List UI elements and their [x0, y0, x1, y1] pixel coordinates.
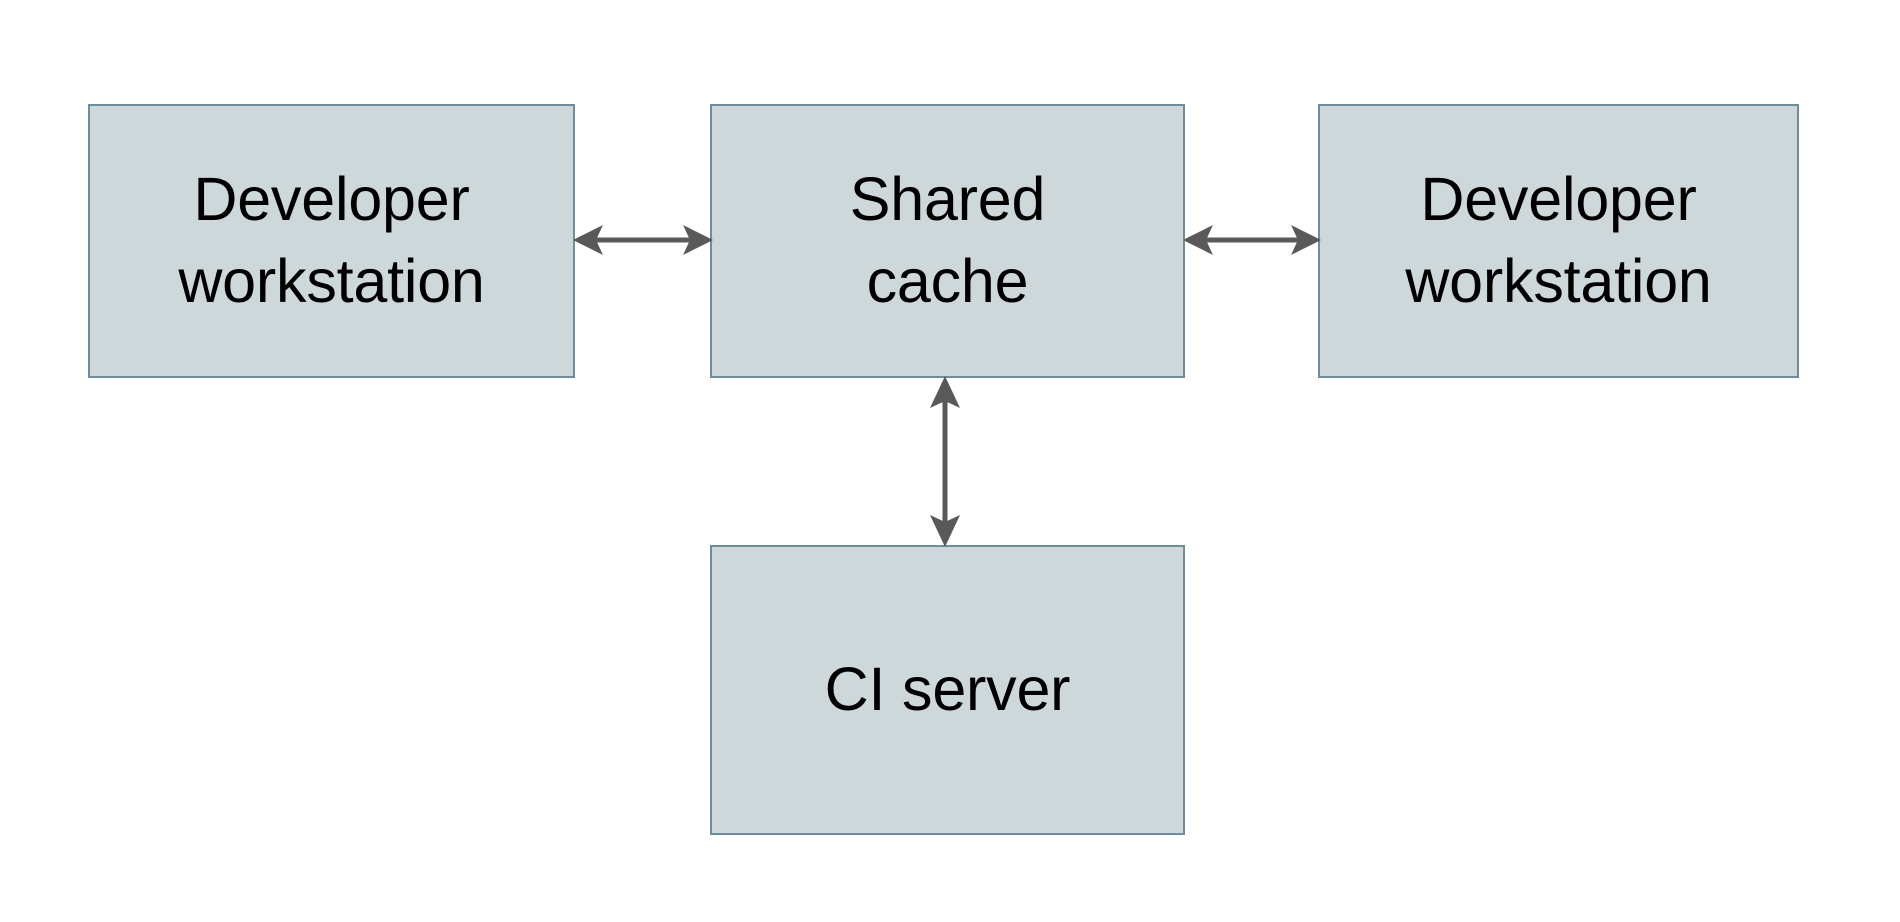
double-arrow-horizontal-icon — [573, 225, 713, 255]
edge-shared-cache-to-ci-server[interactable] — [920, 376, 970, 547]
node-ci-server[interactable]: CI server — [710, 545, 1185, 835]
edge-shared-cache-to-dev-right[interactable] — [1183, 215, 1321, 265]
node-label: Shared cache — [849, 165, 1046, 315]
double-arrow-horizontal-icon — [1183, 225, 1321, 255]
node-developer-workstation-right[interactable]: Developer workstation — [1318, 104, 1799, 378]
node-label: Developer workstation — [1405, 165, 1712, 315]
double-arrow-vertical-icon — [930, 376, 960, 547]
node-label: CI server — [824, 655, 1071, 724]
node-developer-workstation-left[interactable]: Developer workstation — [88, 104, 575, 378]
node-shared-cache[interactable]: Shared cache — [710, 104, 1185, 378]
edge-dev-left-to-shared-cache[interactable] — [573, 215, 713, 265]
node-label: Developer workstation — [178, 165, 485, 315]
